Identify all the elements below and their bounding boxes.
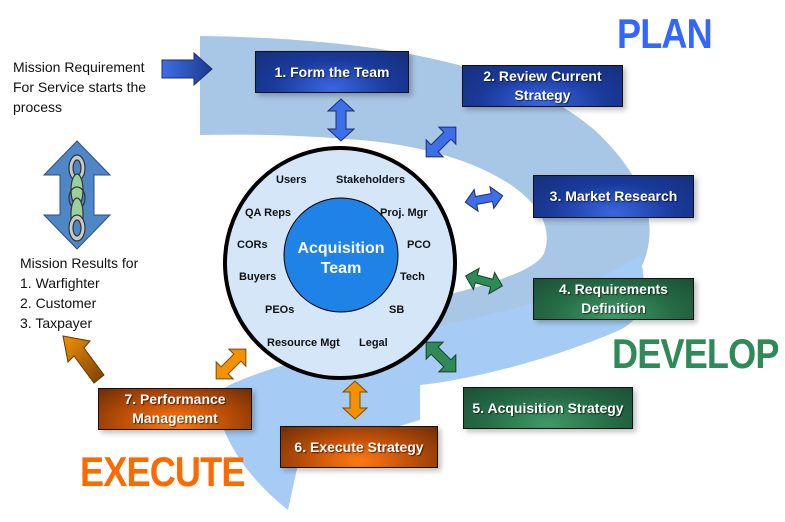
team-member: QA Reps: [245, 207, 292, 219]
input-arrow-icon: [161, 52, 213, 86]
team-member: PEOs: [265, 304, 295, 316]
team-member: PCO: [407, 239, 431, 251]
step-market-research[interactable]: 3. Market Research: [533, 175, 694, 218]
mission-requirement-text: Mission Requirement For Service starts t…: [13, 59, 147, 115]
swoosh-upper: [200, 36, 650, 345]
step-review-current-strategy[interactable]: 2. Review Current Strategy: [462, 65, 623, 107]
team-member: Tech: [400, 271, 425, 283]
mission-results-heading: Mission Results for: [20, 255, 139, 271]
phase-label-develop: DEVELOP: [612, 330, 779, 377]
step-form-the-team[interactable]: 1. Form the Team: [255, 51, 409, 93]
mission-result-item: 3. Taxpayer: [20, 315, 93, 331]
step-requirements-definition[interactable]: 4. Requirements Definition: [533, 278, 694, 320]
acquisition-team-circle: [223, 146, 457, 380]
team-member: Resource Mgt: [267, 337, 340, 349]
step-execute-strategy[interactable]: 6. Execute Strategy: [280, 426, 438, 468]
team-core-label: Acquisition Team: [297, 240, 385, 277]
chain-link-double-arrow-icon: [42, 140, 112, 250]
chain-icon: [68, 154, 86, 242]
team-member: Buyers: [239, 271, 277, 283]
team-member: Stakeholders: [336, 174, 406, 186]
phase-label-execute: EXECUTE: [80, 448, 245, 495]
step-acquisition-strategy[interactable]: 5. Acquisition Strategy: [463, 387, 633, 429]
team-core: [283, 197, 399, 313]
step-performance-management[interactable]: 7. Performance Management: [98, 388, 252, 430]
mission-result-item: 1. Warfighter: [20, 275, 100, 291]
team-member: Users: [276, 174, 307, 186]
team-member: SB: [389, 304, 405, 316]
team-member: Legal: [359, 337, 388, 349]
results-arrow-icon: [62, 335, 105, 384]
mission-results: Mission Results for 1. Warfighter 2. Cus…: [20, 253, 138, 333]
team-member: Proj. Mgr: [380, 207, 428, 219]
mission-result-item: 2. Customer: [20, 295, 97, 311]
team-member: CORs: [237, 239, 268, 251]
phase-label-plan: PLAN: [617, 10, 713, 57]
